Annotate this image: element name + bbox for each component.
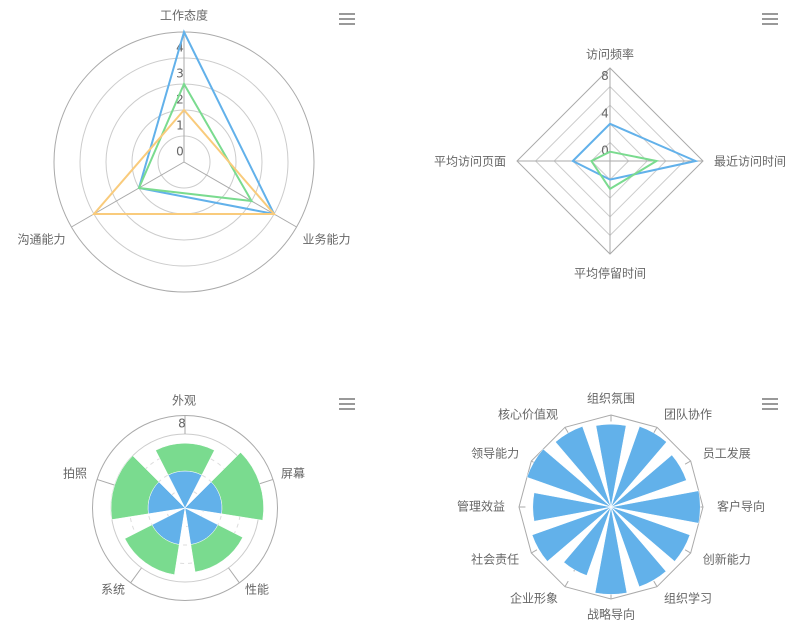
indicator-label: 沟通能力 bbox=[18, 233, 66, 247]
menu-line bbox=[762, 403, 778, 405]
menu-hit-area[interactable] bbox=[337, 395, 357, 413]
category-label: 系统 bbox=[101, 583, 125, 597]
bar-green bbox=[210, 452, 264, 521]
bar-blue bbox=[532, 492, 612, 522]
bar-blue bbox=[563, 506, 612, 576]
radial-tick-label: 2 bbox=[176, 93, 184, 107]
menu-hit-area[interactable] bbox=[760, 395, 780, 413]
indicator-label: 最近访问时间 bbox=[714, 155, 786, 169]
radial-tick-label: 4 bbox=[601, 106, 609, 120]
bar-blue bbox=[610, 454, 687, 508]
series-orange-line bbox=[91, 108, 277, 215]
chart-1-menu-button[interactable] bbox=[337, 10, 357, 28]
bar-blue bbox=[595, 424, 627, 508]
menu-line bbox=[762, 23, 778, 25]
bar-blue bbox=[610, 506, 691, 562]
bar-blue bbox=[610, 426, 667, 508]
menu-line bbox=[339, 13, 355, 15]
category-label: 企业形象 bbox=[510, 590, 558, 605]
menu-line bbox=[339, 18, 355, 20]
axis-tick bbox=[96, 478, 115, 486]
axis-tick bbox=[228, 567, 240, 584]
category-label: 管理效益 bbox=[457, 499, 505, 514]
category-label: 创新能力 bbox=[703, 552, 751, 567]
menu-hit-area[interactable] bbox=[760, 10, 780, 28]
axis-tick bbox=[564, 427, 569, 434]
radial-tick-label: 8 bbox=[178, 417, 186, 431]
menu-line bbox=[339, 408, 355, 410]
indicator-label: 工作态度 bbox=[160, 8, 208, 23]
hamburger-menu-icon bbox=[339, 13, 355, 25]
bar-blue bbox=[555, 426, 612, 508]
indicator-label: 访问频率 bbox=[586, 47, 634, 62]
series-blue-line bbox=[571, 122, 699, 181]
category-label: 性能 bbox=[245, 583, 269, 597]
chart-3-menu-button[interactable] bbox=[337, 395, 357, 413]
category-label: 领导能力 bbox=[471, 447, 519, 461]
bar-blue bbox=[610, 490, 701, 524]
axis-line bbox=[183, 161, 297, 228]
radial-tick-label: 3 bbox=[176, 67, 184, 81]
category-label: 屏幕 bbox=[281, 467, 305, 481]
series-blue-line bbox=[137, 29, 276, 216]
axis-tick bbox=[684, 460, 691, 465]
menu-line bbox=[762, 398, 778, 400]
hamburger-menu-icon bbox=[762, 398, 778, 410]
category-label: 组织学习 bbox=[664, 590, 712, 605]
bar-blue bbox=[610, 506, 667, 588]
axis-tick bbox=[531, 549, 538, 554]
menu-line bbox=[762, 13, 778, 15]
radial-tick-label: 0 bbox=[176, 145, 184, 159]
series-green-line bbox=[589, 150, 660, 191]
hamburger-menu-icon bbox=[762, 13, 778, 25]
menu-line bbox=[339, 398, 355, 400]
hamburger-menu-icon bbox=[339, 398, 355, 410]
category-label: 外观 bbox=[172, 394, 196, 408]
indicator-label: 平均访问页面 bbox=[434, 155, 506, 169]
category-label: 拍照 bbox=[63, 466, 87, 481]
menu-hit-area[interactable] bbox=[337, 10, 357, 28]
menu-line bbox=[339, 23, 355, 25]
chart-4-menu-button[interactable] bbox=[760, 395, 780, 413]
chart-2-menu-button[interactable] bbox=[760, 10, 780, 28]
radial-tick-label: 1 bbox=[176, 119, 184, 133]
split-tick bbox=[573, 569, 575, 572]
axis-tick bbox=[130, 567, 142, 584]
menu-line bbox=[339, 403, 355, 405]
category-label: 团队协作 bbox=[664, 407, 712, 422]
bar-green bbox=[155, 442, 215, 476]
indicator-label: 业务能力 bbox=[302, 232, 350, 247]
category-label: 核心价值观 bbox=[498, 407, 558, 422]
axis-tick bbox=[653, 580, 658, 587]
category-label: 战略导向 bbox=[587, 607, 635, 622]
bar-blue bbox=[531, 506, 612, 562]
bar-blue bbox=[594, 506, 628, 595]
axis-line bbox=[71, 161, 185, 228]
axis-tick bbox=[564, 580, 569, 587]
radial-tick-label: 8 bbox=[601, 69, 609, 83]
category-label: 社会责任 bbox=[471, 552, 519, 567]
menu-line bbox=[762, 18, 778, 20]
indicator-label: 平均停留时间 bbox=[574, 266, 646, 281]
category-label: 员工发展 bbox=[703, 446, 751, 461]
bar-blue bbox=[526, 448, 612, 508]
radial-tick-label: 0 bbox=[601, 144, 609, 158]
category-label: 组织氛围 bbox=[587, 392, 635, 406]
axis-tick bbox=[653, 427, 658, 434]
menu-line bbox=[762, 408, 778, 410]
axis-tick bbox=[684, 549, 691, 554]
category-label: 客户导向 bbox=[717, 499, 765, 514]
